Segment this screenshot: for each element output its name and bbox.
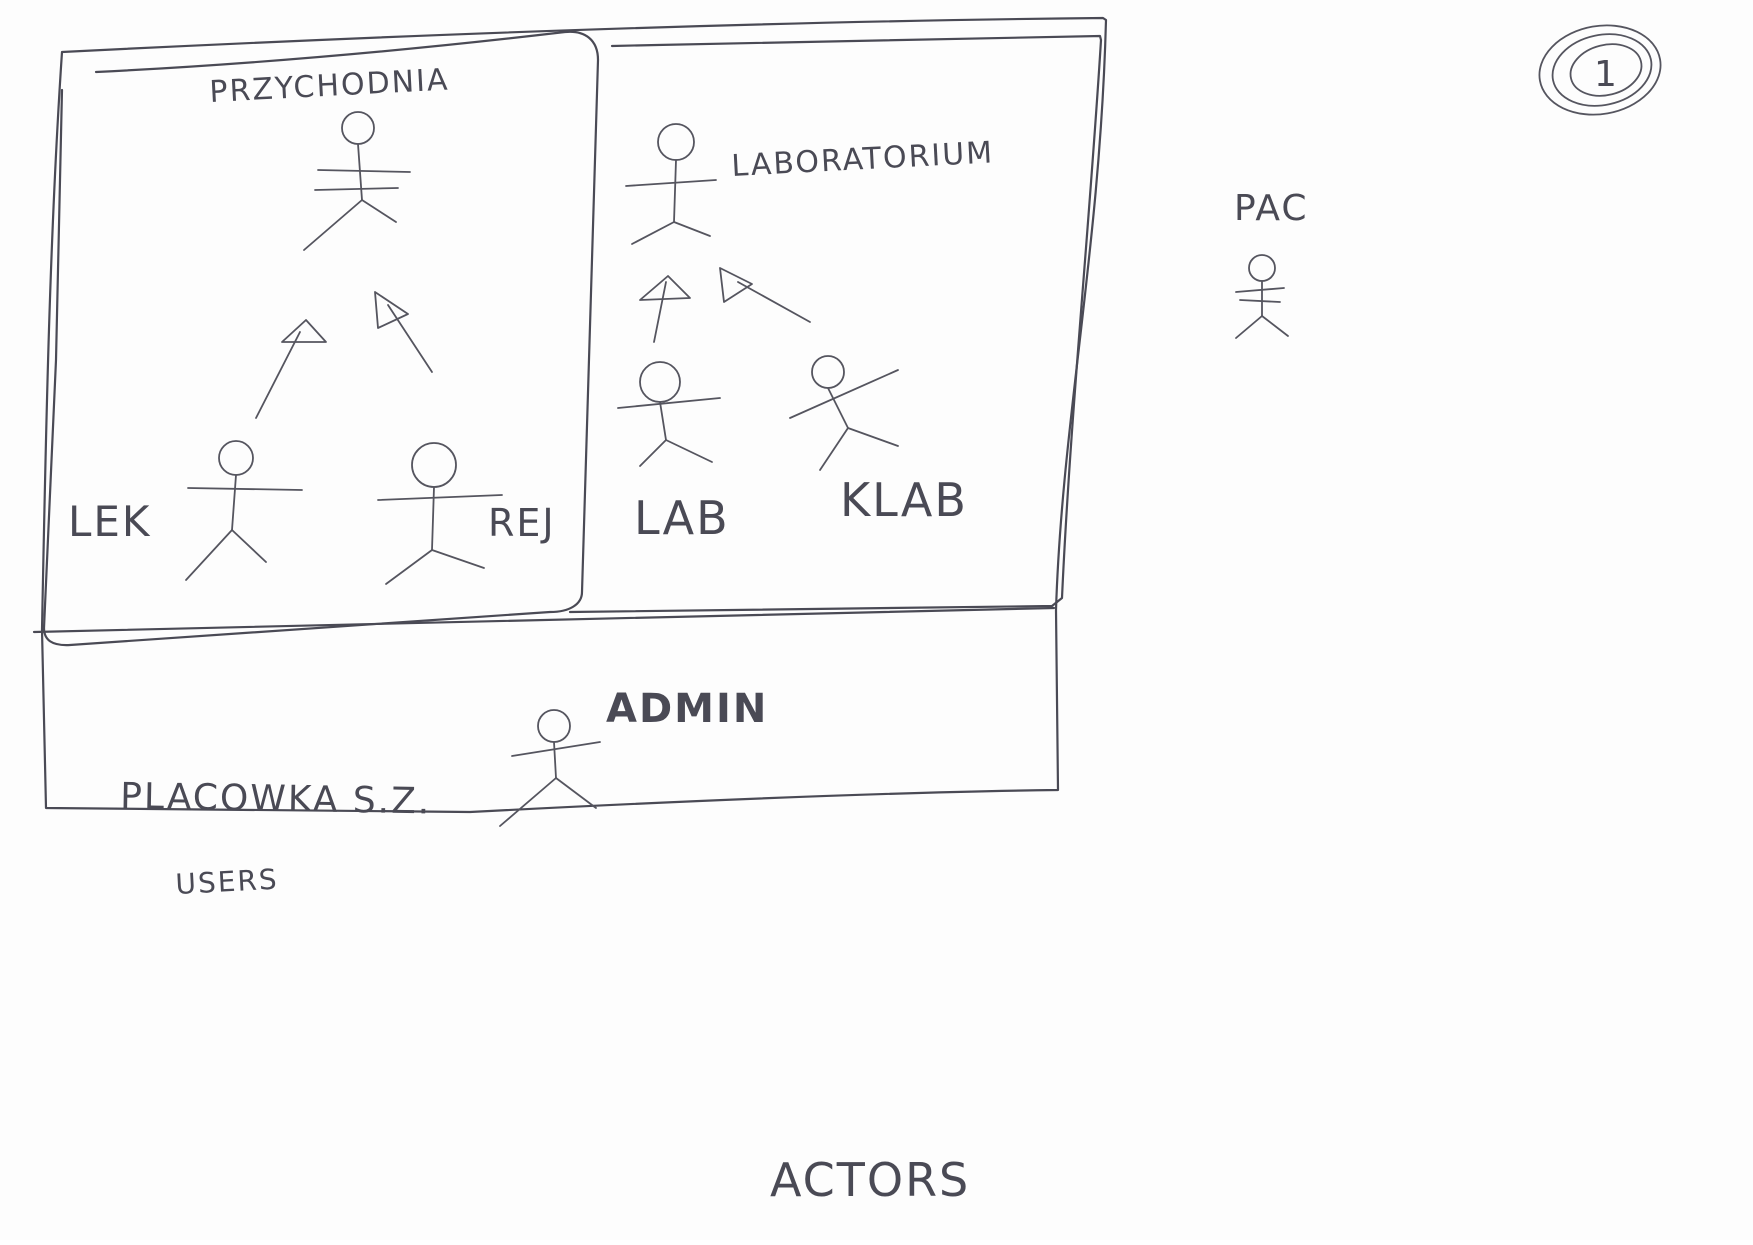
laboratorium-title: LABORATORIUM	[731, 135, 995, 184]
placowka-title: PLACOWKA S.Z.	[120, 776, 432, 822]
generalization-arrow-klab	[719, 267, 811, 323]
page-number: 1	[1594, 54, 1619, 95]
admin-label: ADMIN	[606, 686, 768, 732]
page-number-badge: 1	[1538, 24, 1662, 116]
rej-actor	[377, 442, 503, 585]
klab-actor	[789, 355, 899, 471]
rej-label: REJ	[488, 501, 556, 545]
przychodnia-actor	[303, 111, 411, 251]
generalization-arrow-lek	[255, 319, 327, 419]
generalization-arrow-rej	[374, 291, 433, 373]
pac-actor	[1235, 254, 1289, 339]
lab-label: LAB	[634, 491, 730, 545]
footer-note: ACTORS	[770, 1153, 970, 1207]
users-note: USERS	[175, 863, 280, 901]
admin-actor	[499, 709, 601, 827]
lab-actor	[617, 361, 721, 467]
przychodnia-boundary	[42, 30, 600, 647]
klab-label: KLAB	[840, 473, 968, 527]
laboratorium-boundary	[568, 34, 1103, 614]
pac-label: PAC	[1234, 188, 1309, 229]
laboratorium-actor	[625, 123, 717, 245]
lek-actor	[185, 440, 303, 581]
admin-area-divider	[32, 606, 1056, 634]
przychodnia-title: PRZYCHODNIA	[209, 62, 451, 110]
generalization-arrow-lab	[639, 275, 691, 343]
lek-label: LEK	[68, 497, 151, 546]
placowka-boundary	[40, 16, 1108, 814]
